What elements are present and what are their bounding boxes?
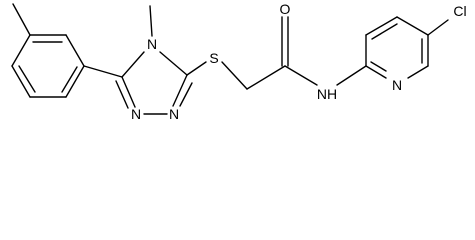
atom-label-oxygen: O [280, 1, 291, 17]
bond [149, 5, 153, 37]
bond [221, 61, 248, 90]
bond [115, 80, 129, 109]
bond [284, 65, 318, 86]
bond [65, 65, 85, 98]
atom-label-group: N N N S O NH N Cl [131, 1, 467, 122]
bond [11, 65, 31, 98]
bond [370, 61, 387, 72]
atom-label-n-ring-2: N [169, 106, 179, 122]
atom-label-amide-nh: NH [317, 86, 337, 102]
bond [65, 34, 85, 67]
bond [18, 65, 36, 93]
bond [121, 76, 136, 108]
bond [186, 61, 207, 76]
bond [121, 51, 145, 78]
bond [61, 66, 78, 93]
bond [365, 16, 398, 36]
atom-label-n-methyl: N [147, 36, 157, 52]
atom-label-sulfur: S [209, 50, 218, 66]
bond [427, 19, 449, 36]
bond [12, 3, 31, 36]
atom-label-n-ring-1: N [131, 106, 141, 122]
bond [159, 51, 188, 76]
atom-label-chlorine: Cl [453, 3, 466, 19]
atom-label-pyridine-n: N [392, 77, 402, 93]
molecule-structure: N N N S O NH N Cl [11, 1, 467, 122]
bond-group [11, 3, 449, 115]
bond [407, 65, 429, 79]
bond [246, 65, 286, 90]
bond [396, 16, 429, 36]
bond [371, 23, 398, 40]
bond [336, 65, 367, 86]
bond [172, 74, 188, 107]
bond [365, 65, 387, 79]
bond [179, 82, 193, 107]
bond [83, 65, 123, 78]
bond [11, 34, 31, 67]
